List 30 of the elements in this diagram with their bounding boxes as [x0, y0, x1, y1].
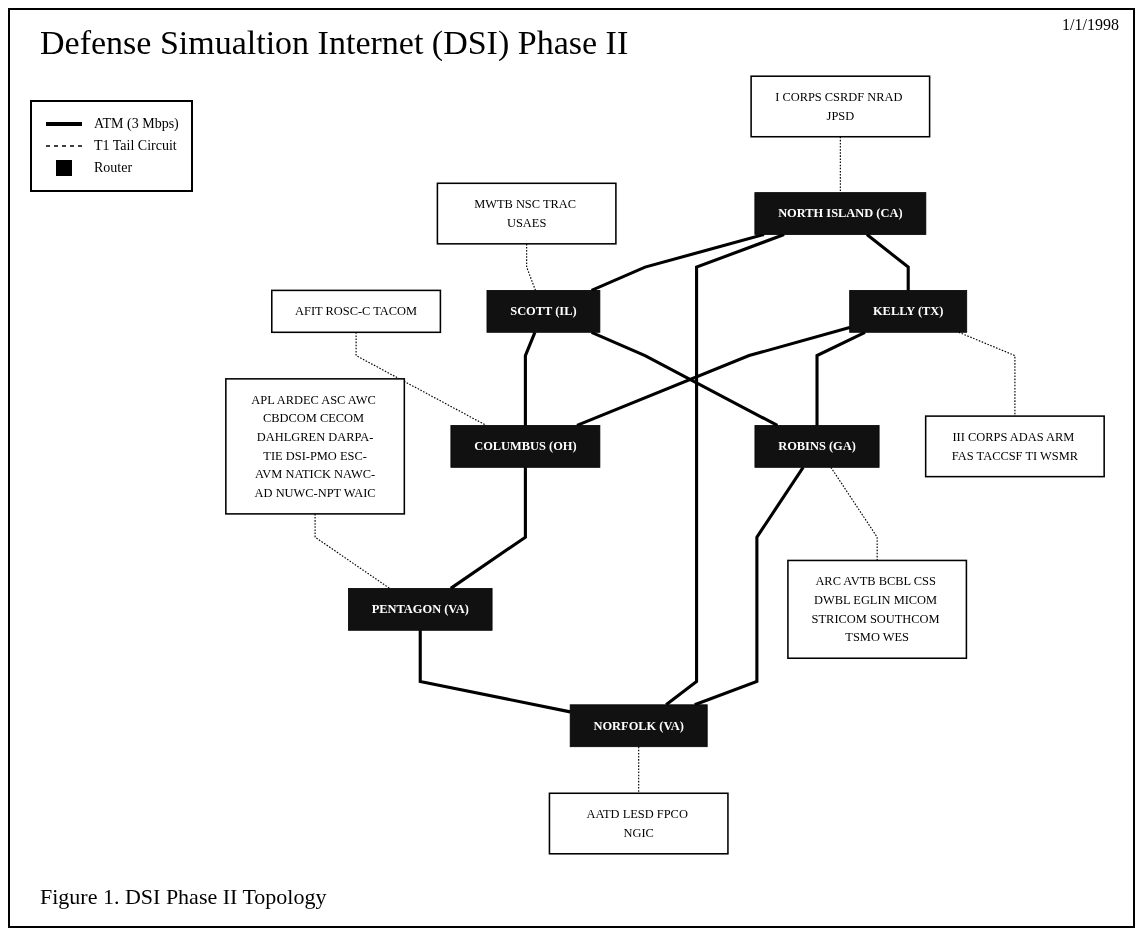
diagram-title: Defense Simualtion Internet (DSI) Phase II: [40, 24, 629, 62]
node-box: SCOTT (IL): [486, 290, 601, 333]
connector: [865, 233, 910, 291]
connector: [526, 243, 537, 291]
node-box: COLUMBUS (OH): [450, 425, 601, 468]
node-box: ROBINS (GA): [754, 425, 880, 468]
connector: [449, 467, 527, 590]
node-box: MWTB NSC TRAC USAES: [436, 182, 617, 245]
connector: [523, 331, 537, 426]
node-box: APL ARDEC ASC AWC CBDCOM CECOM DAHLGREN DARPA-TIE DSI-PMO ESC-AVM NATICK NAWC-AD NUWC-NPT WAIC: [225, 378, 406, 515]
node-box: PENTAGON (VA): [348, 588, 493, 631]
node-box: NORTH ISLAND (CA): [754, 192, 927, 235]
connector: [418, 630, 571, 714]
connector: [576, 326, 851, 427]
figure-caption: Figure 1. DSI Phase II Topology: [40, 884, 327, 910]
node-box: AFIT ROSC-C TACOM: [271, 289, 442, 334]
connector: [314, 513, 391, 589]
node-box: III CORPS ADAS ARM FAS TACCSF TI WSMR: [924, 415, 1105, 478]
legend-label: ATM (3 Mbps): [94, 116, 179, 132]
legend-label: Router: [94, 160, 133, 176]
connector: [839, 136, 841, 194]
connector: [590, 233, 765, 292]
node-box: KELLY (TX): [849, 290, 968, 333]
legend-label: T1 Tail Circuit: [94, 138, 177, 154]
node-box: NORFOLK (VA): [569, 704, 708, 748]
node-box: ARC AVTB BCBL CSS DWBL EGLIN MICOM STRICOM SOUTHCOM TSMO WES: [787, 559, 968, 659]
date-label: 1/1/1998: [1062, 16, 1119, 34]
node-box: AATD LESD FPCO NGIC: [548, 792, 729, 855]
node-box: I CORPS CSRDF NRAD JPSD: [750, 75, 931, 138]
connector: [638, 746, 640, 794]
